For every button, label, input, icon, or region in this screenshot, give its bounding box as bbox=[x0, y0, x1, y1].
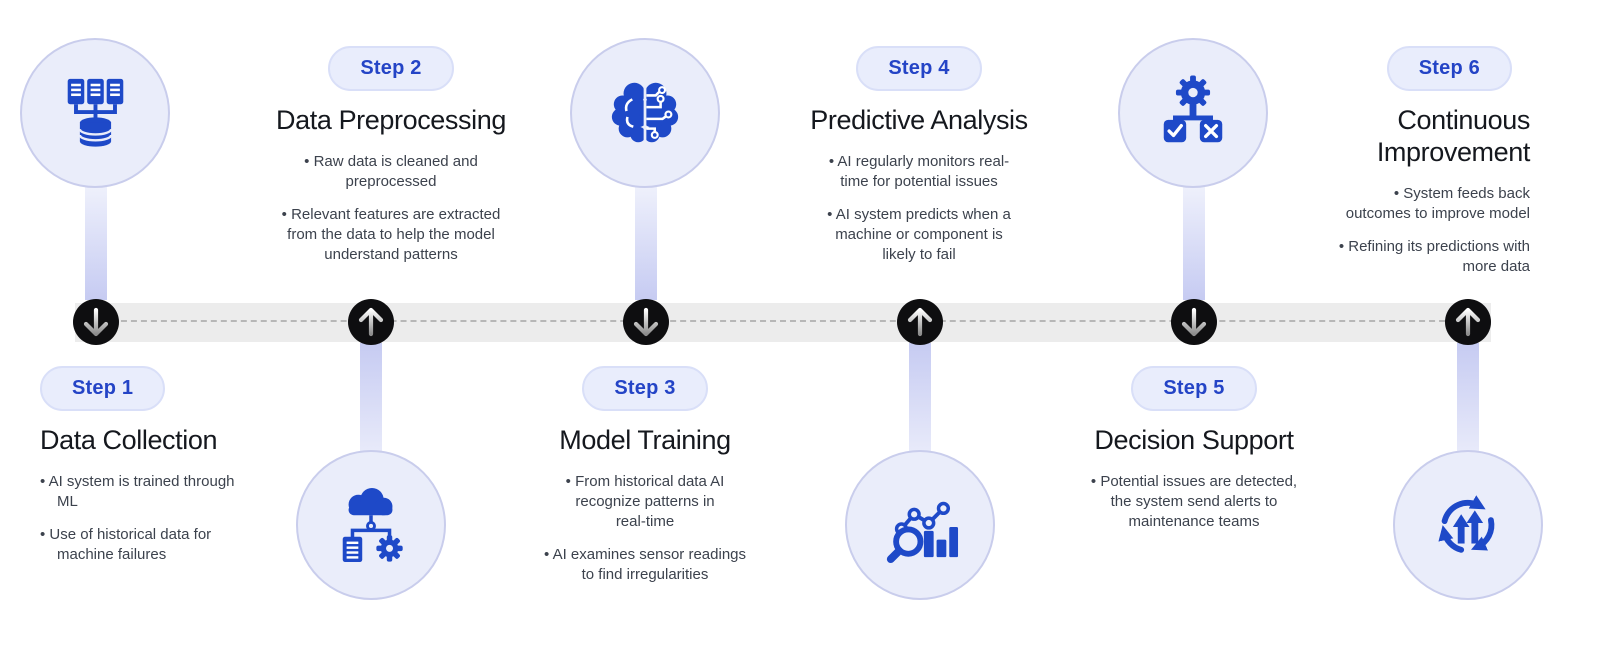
arrow-up-icon bbox=[907, 307, 933, 337]
step2-badge: Step 2 bbox=[328, 46, 454, 91]
analytics-magnifier-icon bbox=[886, 501, 959, 564]
step6-badge: Step 6 bbox=[1386, 46, 1512, 91]
step4-text-block: Step 4 Predictive Analysis AI regularly … bbox=[791, 46, 1047, 265]
bullet: From historical data AI recognize patter… bbox=[544, 472, 746, 532]
step1-icon-circle bbox=[20, 38, 170, 188]
step3-title: Model Training bbox=[559, 425, 731, 455]
step1-bullets: AI system is trained through ML Use of h… bbox=[40, 472, 235, 565]
bullet: System feeds back outcomes to improve mo… bbox=[1339, 184, 1530, 224]
step5-badge: Step 5 bbox=[1131, 366, 1257, 411]
gear-check-x-icon bbox=[1163, 75, 1223, 143]
bullet: Raw data is cleaned and preprocessed bbox=[282, 152, 501, 192]
arrow-up-icon bbox=[358, 307, 384, 337]
connector-stem-step5 bbox=[1183, 182, 1205, 300]
arrow-up-icon bbox=[1455, 307, 1481, 337]
step2-icon-circle bbox=[296, 450, 446, 600]
step3-badge: Step 3 bbox=[582, 366, 708, 411]
timeline-arrow-down-3 bbox=[623, 299, 669, 345]
arrow-down-icon bbox=[1181, 307, 1207, 337]
connector-stem-step2 bbox=[360, 343, 382, 455]
connector-stem-step3 bbox=[635, 182, 657, 300]
cloud-data-pipeline-icon bbox=[342, 487, 403, 563]
step3-text-block: Step 3 Model Training From historical da… bbox=[517, 366, 773, 585]
step2-text-block: Step 2 Data Preprocessing Raw data is cl… bbox=[263, 46, 519, 265]
bullet: Refining its predictions with more data bbox=[1339, 237, 1530, 277]
ai-brain-circuit-icon bbox=[611, 82, 679, 143]
step3-icon-circle bbox=[570, 38, 720, 188]
server-database-icon bbox=[67, 78, 124, 147]
step5-icon-circle bbox=[1118, 38, 1268, 188]
step1-badge: Step 1 bbox=[40, 366, 166, 411]
timeline-arrow-up-6 bbox=[1445, 299, 1491, 345]
step4-icon-circle bbox=[845, 450, 995, 600]
bullet: AI system is trained through ML bbox=[40, 472, 235, 512]
step6-icon-circle bbox=[1393, 450, 1543, 600]
step5-text-block: Step 5 Decision Support Potential issues… bbox=[1066, 366, 1322, 532]
timeline-arrow-up-4 bbox=[897, 299, 943, 345]
bullet: AI regularly monitors real- time for pot… bbox=[827, 152, 1011, 192]
timeline-band bbox=[75, 303, 1491, 342]
step5-title: Decision Support bbox=[1094, 425, 1294, 455]
step2-bullets: Raw data is cleaned and preprocessed Rel… bbox=[282, 152, 501, 265]
timeline-dashed-line bbox=[81, 320, 1485, 322]
continuous-improvement-arrows-icon bbox=[1438, 495, 1495, 553]
step2-title: Data Preprocessing bbox=[276, 105, 506, 135]
step6-title: Continuous Improvement bbox=[1376, 105, 1531, 167]
bullet: Potential issues are detected, the syste… bbox=[1091, 472, 1297, 532]
step1-text-block: Step 1 Data Collection AI system is trai… bbox=[40, 366, 272, 565]
step5-bullets: Potential issues are detected, the syste… bbox=[1091, 472, 1297, 532]
timeline-arrow-down-5 bbox=[1171, 299, 1217, 345]
arrow-down-icon bbox=[83, 307, 109, 337]
bullet: Use of historical data for machine failu… bbox=[40, 525, 235, 565]
connector-stem-step4 bbox=[909, 343, 931, 455]
connector-stem-step6 bbox=[1457, 343, 1479, 455]
step1-title: Data Collection bbox=[40, 425, 218, 455]
arrow-down-icon bbox=[633, 307, 659, 337]
bullet: AI system predicts when a machine or com… bbox=[827, 205, 1011, 265]
step4-badge: Step 4 bbox=[856, 46, 982, 91]
step4-bullets: AI regularly monitors real- time for pot… bbox=[827, 152, 1011, 265]
step6-text-block: Step 6 Continuous Improvement System fee… bbox=[1300, 46, 1530, 277]
bullet: Relevant features are extracted from the… bbox=[282, 205, 500, 265]
bullet: AI examines sensor readings to find irre… bbox=[544, 545, 746, 585]
step4-title: Predictive Analysis bbox=[810, 105, 1028, 135]
timeline-arrow-up-2 bbox=[348, 299, 394, 345]
connector-stem-step1 bbox=[85, 182, 107, 300]
timeline-arrow-down-1 bbox=[73, 299, 119, 345]
step6-bullets: System feeds back outcomes to improve mo… bbox=[1339, 184, 1530, 277]
step3-bullets: From historical data AI recognize patter… bbox=[544, 472, 746, 585]
